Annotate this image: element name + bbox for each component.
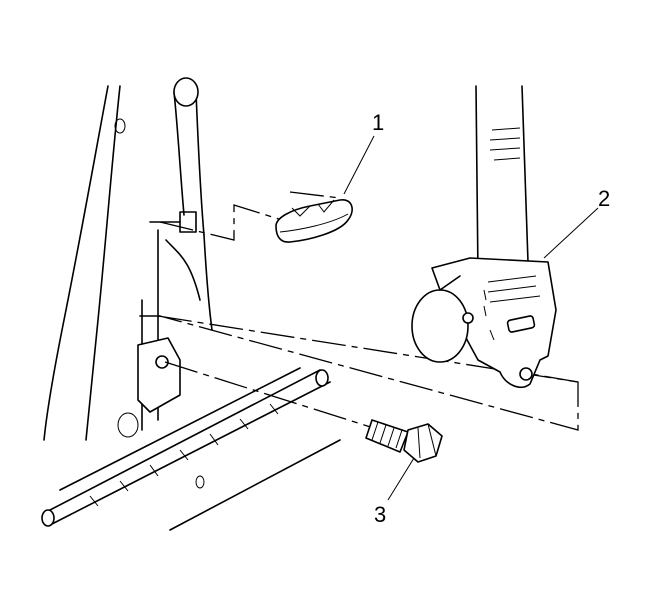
retractor-slot	[506, 315, 536, 333]
callout-3: 3	[374, 502, 386, 527]
pillar-hole	[173, 77, 199, 107]
callout-leaders	[343, 135, 599, 501]
pillar-hole-small	[114, 118, 126, 134]
upper-mount-bracket	[149, 211, 201, 301]
guide-lines	[157, 191, 579, 431]
callout-leader-2	[543, 207, 599, 259]
seat-belt-retractor	[411, 85, 557, 388]
callout-1: 1	[372, 110, 384, 135]
sill-rail	[41, 367, 341, 531]
callout-leader-1	[343, 135, 375, 195]
body-pillar	[43, 77, 213, 441]
retractor-mount-hole	[519, 367, 533, 381]
retractor-spool	[411, 289, 469, 363]
lower-anchor-bracket	[137, 315, 181, 413]
trim-clip	[275, 199, 353, 243]
callout-2: 2	[598, 186, 610, 211]
callout-leader-3	[387, 457, 415, 501]
anchor-hole	[155, 355, 169, 369]
retractor-bolt	[365, 419, 443, 463]
pillar-hole-lower	[117, 412, 139, 438]
